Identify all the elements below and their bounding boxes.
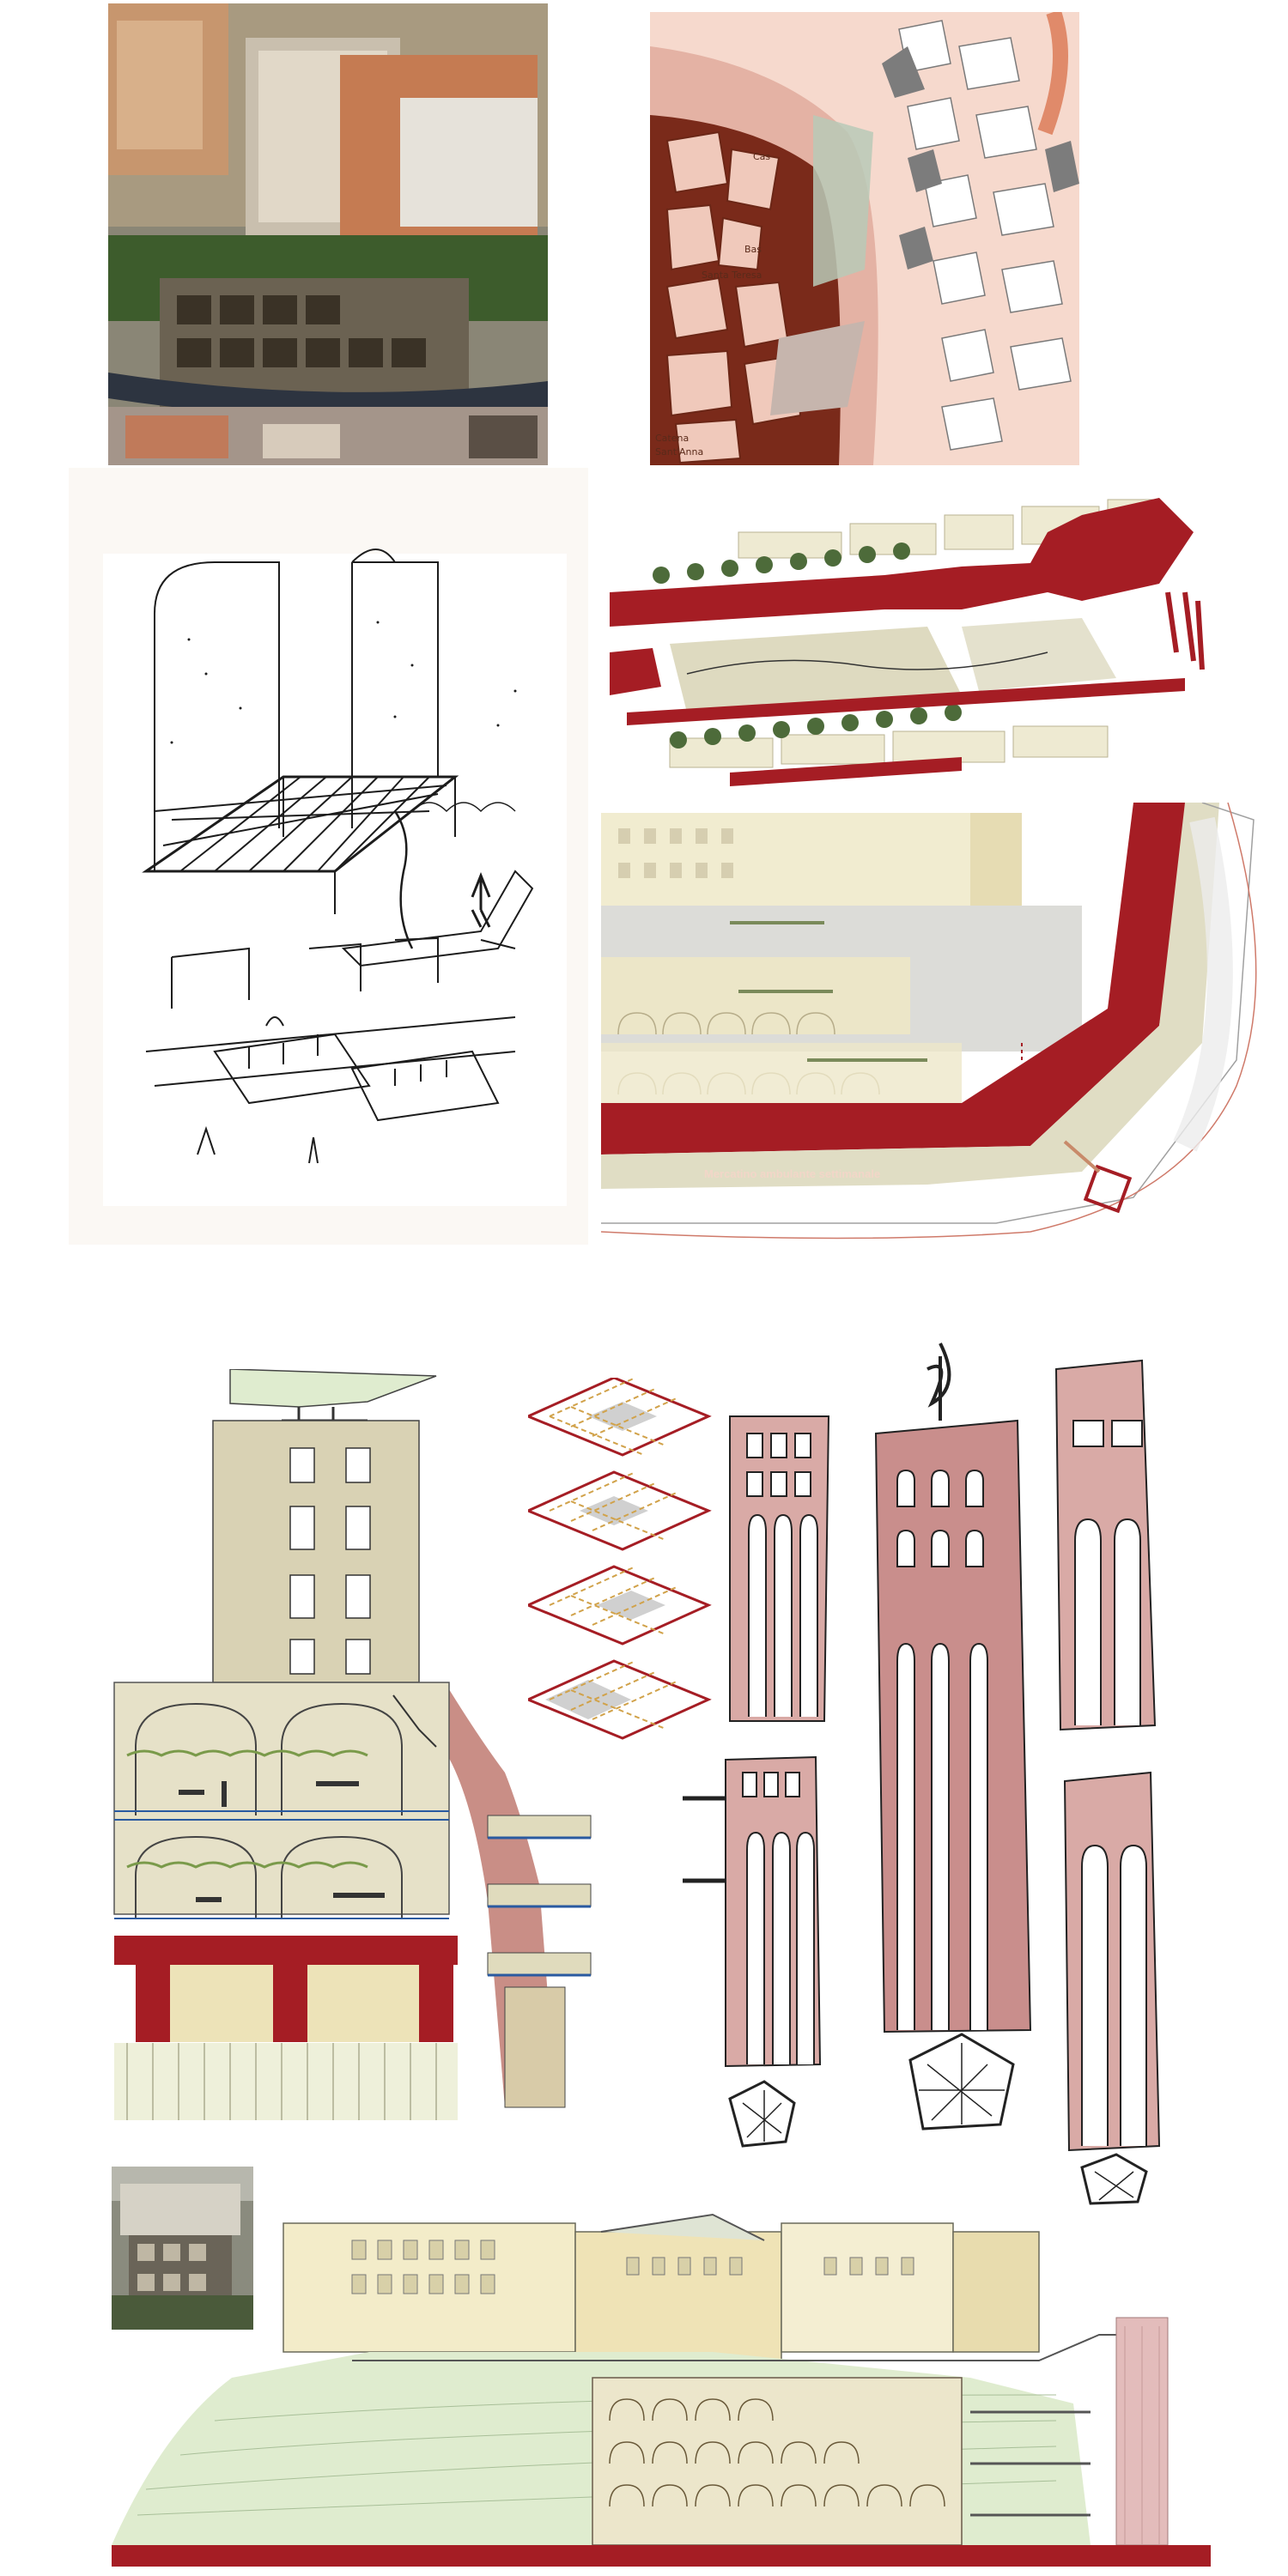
map-label-catena: Catena — [655, 433, 690, 444]
tower-sketches — [678, 1335, 1245, 2227]
grid-diagrams — [528, 1378, 713, 1747]
street-plan — [601, 481, 1228, 798]
map-label-santanna: Sant'Anna — [655, 446, 704, 458]
map-label-bas: Bas — [744, 244, 762, 255]
site-photo-thumbnail — [112, 2167, 253, 2330]
hillside-elevation — [112, 2206, 1211, 2567]
market-label: Mercatino ambulante settimanale — [704, 1167, 881, 1180]
figure-ground-map: Cas Bas Santa Teresa Catena Sant'Anna — [650, 12, 1079, 465]
terrace-plan: Mercatino ambulante settimanale — [601, 803, 1275, 1253]
map-label-santa-teresa: Santa Teresa — [702, 270, 762, 281]
pergola-sketches — [69, 468, 588, 1245]
aerial-photo — [108, 3, 548, 465]
map-label-cas: Cas — [753, 151, 771, 162]
section-drawing — [110, 1369, 677, 2133]
